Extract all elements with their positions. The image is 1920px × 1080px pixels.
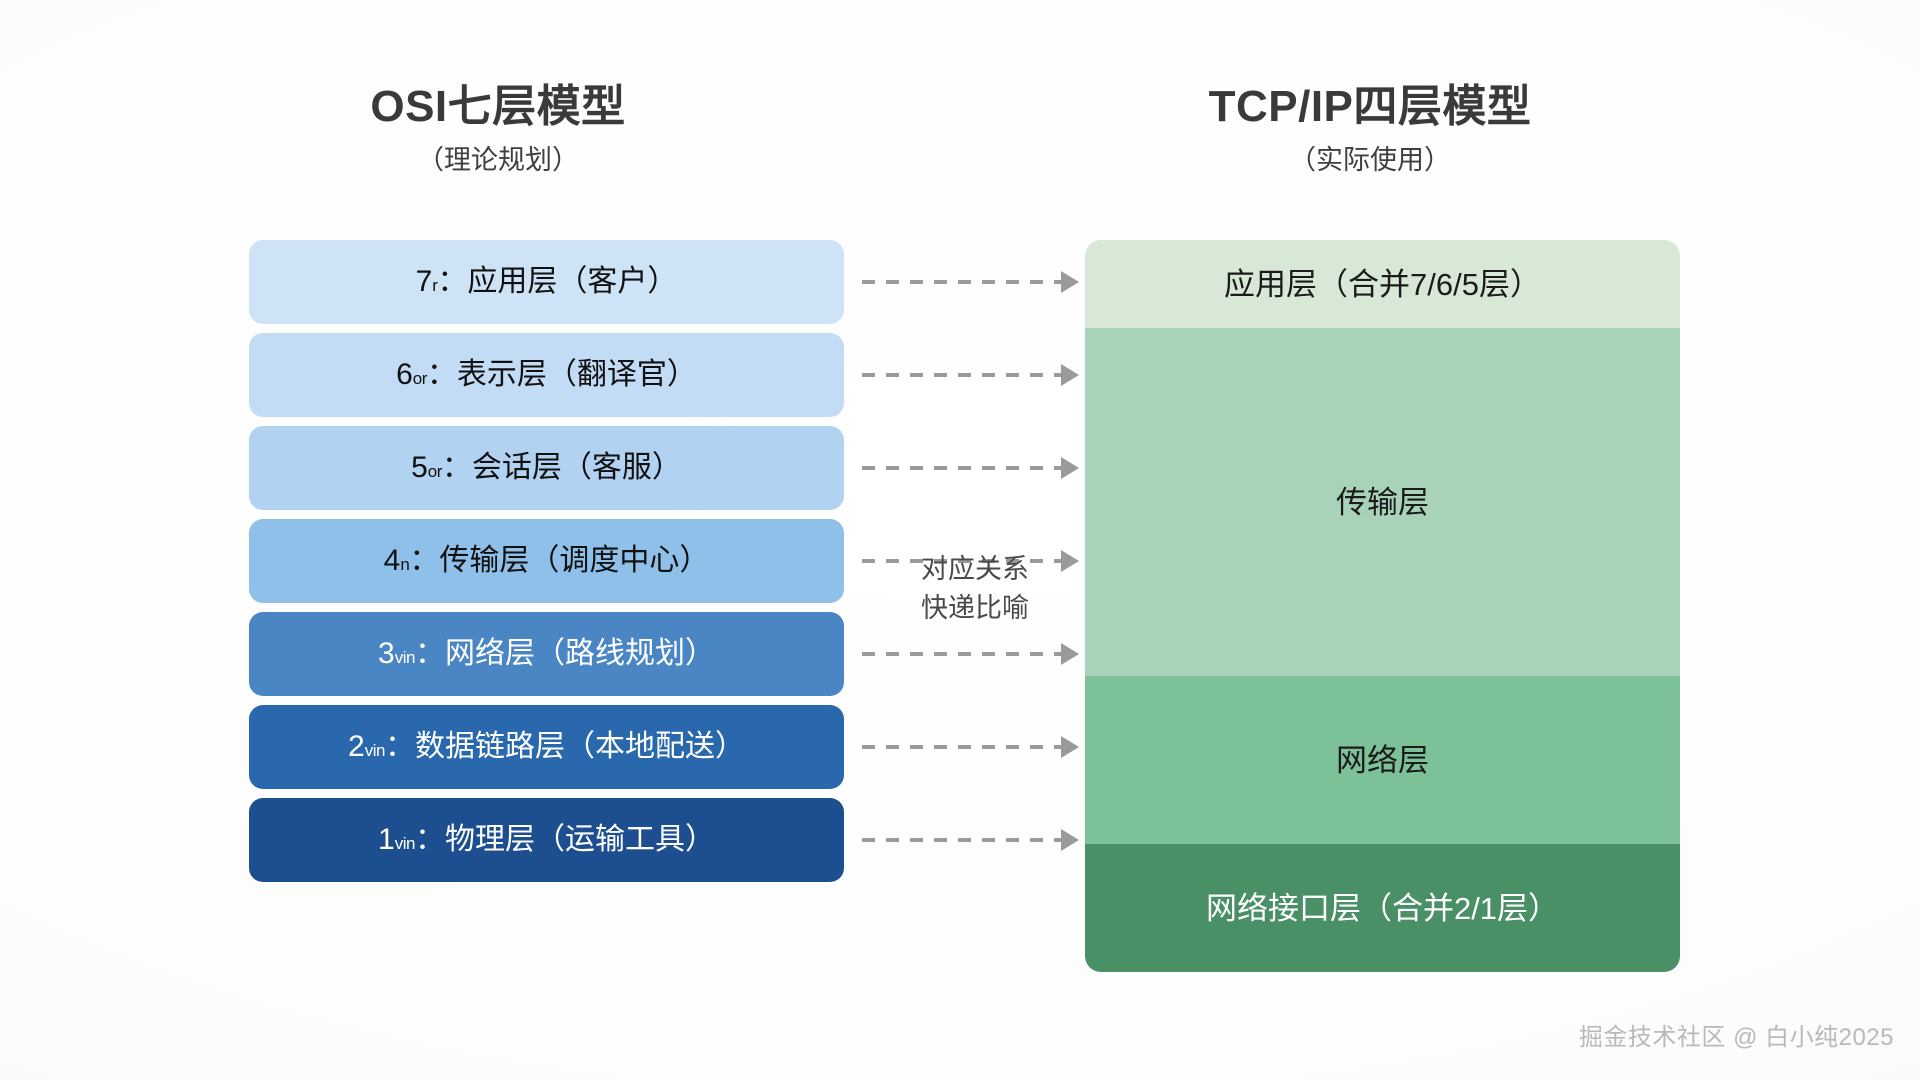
arrow-head-5 <box>1061 643 1079 665</box>
tcpip-band-4[interactable]: 网络接口层（合并2/1层） <box>1085 844 1680 972</box>
osi-layer-stack: 7r：应用层（客户）6or：表示层（翻译官）5or：会话层（客服）4n：传输层（… <box>249 240 844 891</box>
tcpip-band-label: 网络接口层（合并2/1层） <box>1205 890 1560 926</box>
osi-layer-label: 1vin：物理层（运输工具） <box>378 825 715 855</box>
watermark: 掘金技术社区 @ 白小纯2025 <box>1578 1024 1894 1051</box>
osi-layer-label: 3vin：网络层（路线规划） <box>378 639 715 669</box>
osi-layer-text: ：网络层（路线规划） <box>414 637 715 670</box>
osi-layer-1[interactable]: 1vin：物理层（运输工具） <box>249 798 844 882</box>
osi-layer-number: 6 <box>396 358 413 391</box>
osi-layer-number: 5 <box>411 451 428 484</box>
osi-layer-number: 1 <box>378 823 395 856</box>
correspondence-note-line1: 对应关系 <box>921 554 1029 584</box>
correspondence-note-line2: 快递比喻 <box>921 593 1029 624</box>
osi-column-header: OSI七层模型 （理论规划） <box>248 82 748 176</box>
osi-layer-number-suffix: vin <box>364 741 386 760</box>
osi-layer-number-suffix: n <box>400 555 410 574</box>
tcpip-band-label: 网络层 <box>1336 742 1429 778</box>
correspondence-note: 对应关系 快递比喻 <box>880 550 1070 628</box>
osi-layer-5[interactable]: 5or：会话层（客服） <box>249 426 844 510</box>
osi-layer-text: ：物理层（运输工具） <box>414 823 715 856</box>
tcpip-band-1[interactable]: 应用层（合并7/6/5层） <box>1085 240 1680 328</box>
osi-layer-number-suffix: vin <box>394 648 416 667</box>
tcpip-band-2[interactable]: 传输层 <box>1085 328 1680 676</box>
osi-layer-label: 7r：应用层（客户） <box>416 267 678 297</box>
tcpip-band-label: 传输层 <box>1336 484 1429 520</box>
osi-layer-number-suffix: vin <box>394 834 416 853</box>
tcpip-layer-panel: 应用层（合并7/6/5层） 传输层网络层网络接口层（合并2/1层） <box>1085 240 1680 972</box>
tcpip-subtitle: （实际使用） <box>1289 144 1451 175</box>
osi-layer-3[interactable]: 3vin：网络层（路线规划） <box>249 612 844 696</box>
osi-layer-2[interactable]: 2vin：数据链路层（本地配送） <box>249 705 844 789</box>
osi-layer-4[interactable]: 4n：传输层（调度中心） <box>249 519 844 603</box>
osi-layer-number: 7 <box>415 265 433 298</box>
osi-layer-number-suffix: or <box>427 462 443 481</box>
osi-layer-label: 6or：表示层（翻译官） <box>396 360 697 390</box>
arrow-head-6 <box>1061 736 1079 758</box>
osi-layer-number-suffix: r <box>432 276 438 295</box>
tcpip-band-3[interactable]: 网络层 <box>1085 676 1680 844</box>
osi-layer-text: ：会话层（客服） <box>441 451 682 484</box>
osi-layer-6[interactable]: 6or：表示层（翻译官） <box>249 333 844 417</box>
osi-layer-label: 2vin：数据链路层（本地配送） <box>348 732 745 762</box>
tcpip-column-header: TCP/IP四层模型 （实际使用） <box>1120 82 1620 176</box>
osi-title: OSI七层模型 <box>370 82 626 131</box>
osi-layer-7[interactable]: 7r：应用层（客户） <box>249 240 844 324</box>
arrow-head-3 <box>1061 457 1079 479</box>
arrow-head-7 <box>1061 829 1079 851</box>
osi-layer-label: 5or：会话层（客服） <box>411 453 682 483</box>
arrow-head-1 <box>1061 271 1079 293</box>
tcpip-band-label: 应用层（合并7/6/5层） <box>1224 266 1541 302</box>
osi-layer-text: ：传输层（调度中心） <box>409 544 710 577</box>
osi-layer-text: ：数据链路层（本地配送） <box>384 730 745 763</box>
arrow-head-2 <box>1061 364 1079 386</box>
osi-layer-text: ：表示层（翻译官） <box>426 358 697 391</box>
osi-layer-number: 3 <box>378 637 395 670</box>
osi-layer-number: 2 <box>348 730 365 763</box>
osi-layer-number: 4 <box>383 544 401 577</box>
osi-layer-text: ：应用层（客户） <box>437 265 678 298</box>
osi-layer-label: 4n：传输层（调度中心） <box>384 546 710 576</box>
tcpip-title: TCP/IP四层模型 <box>1208 82 1532 131</box>
osi-subtitle: （理论规划） <box>417 144 579 175</box>
osi-layer-number-suffix: or <box>412 369 428 388</box>
